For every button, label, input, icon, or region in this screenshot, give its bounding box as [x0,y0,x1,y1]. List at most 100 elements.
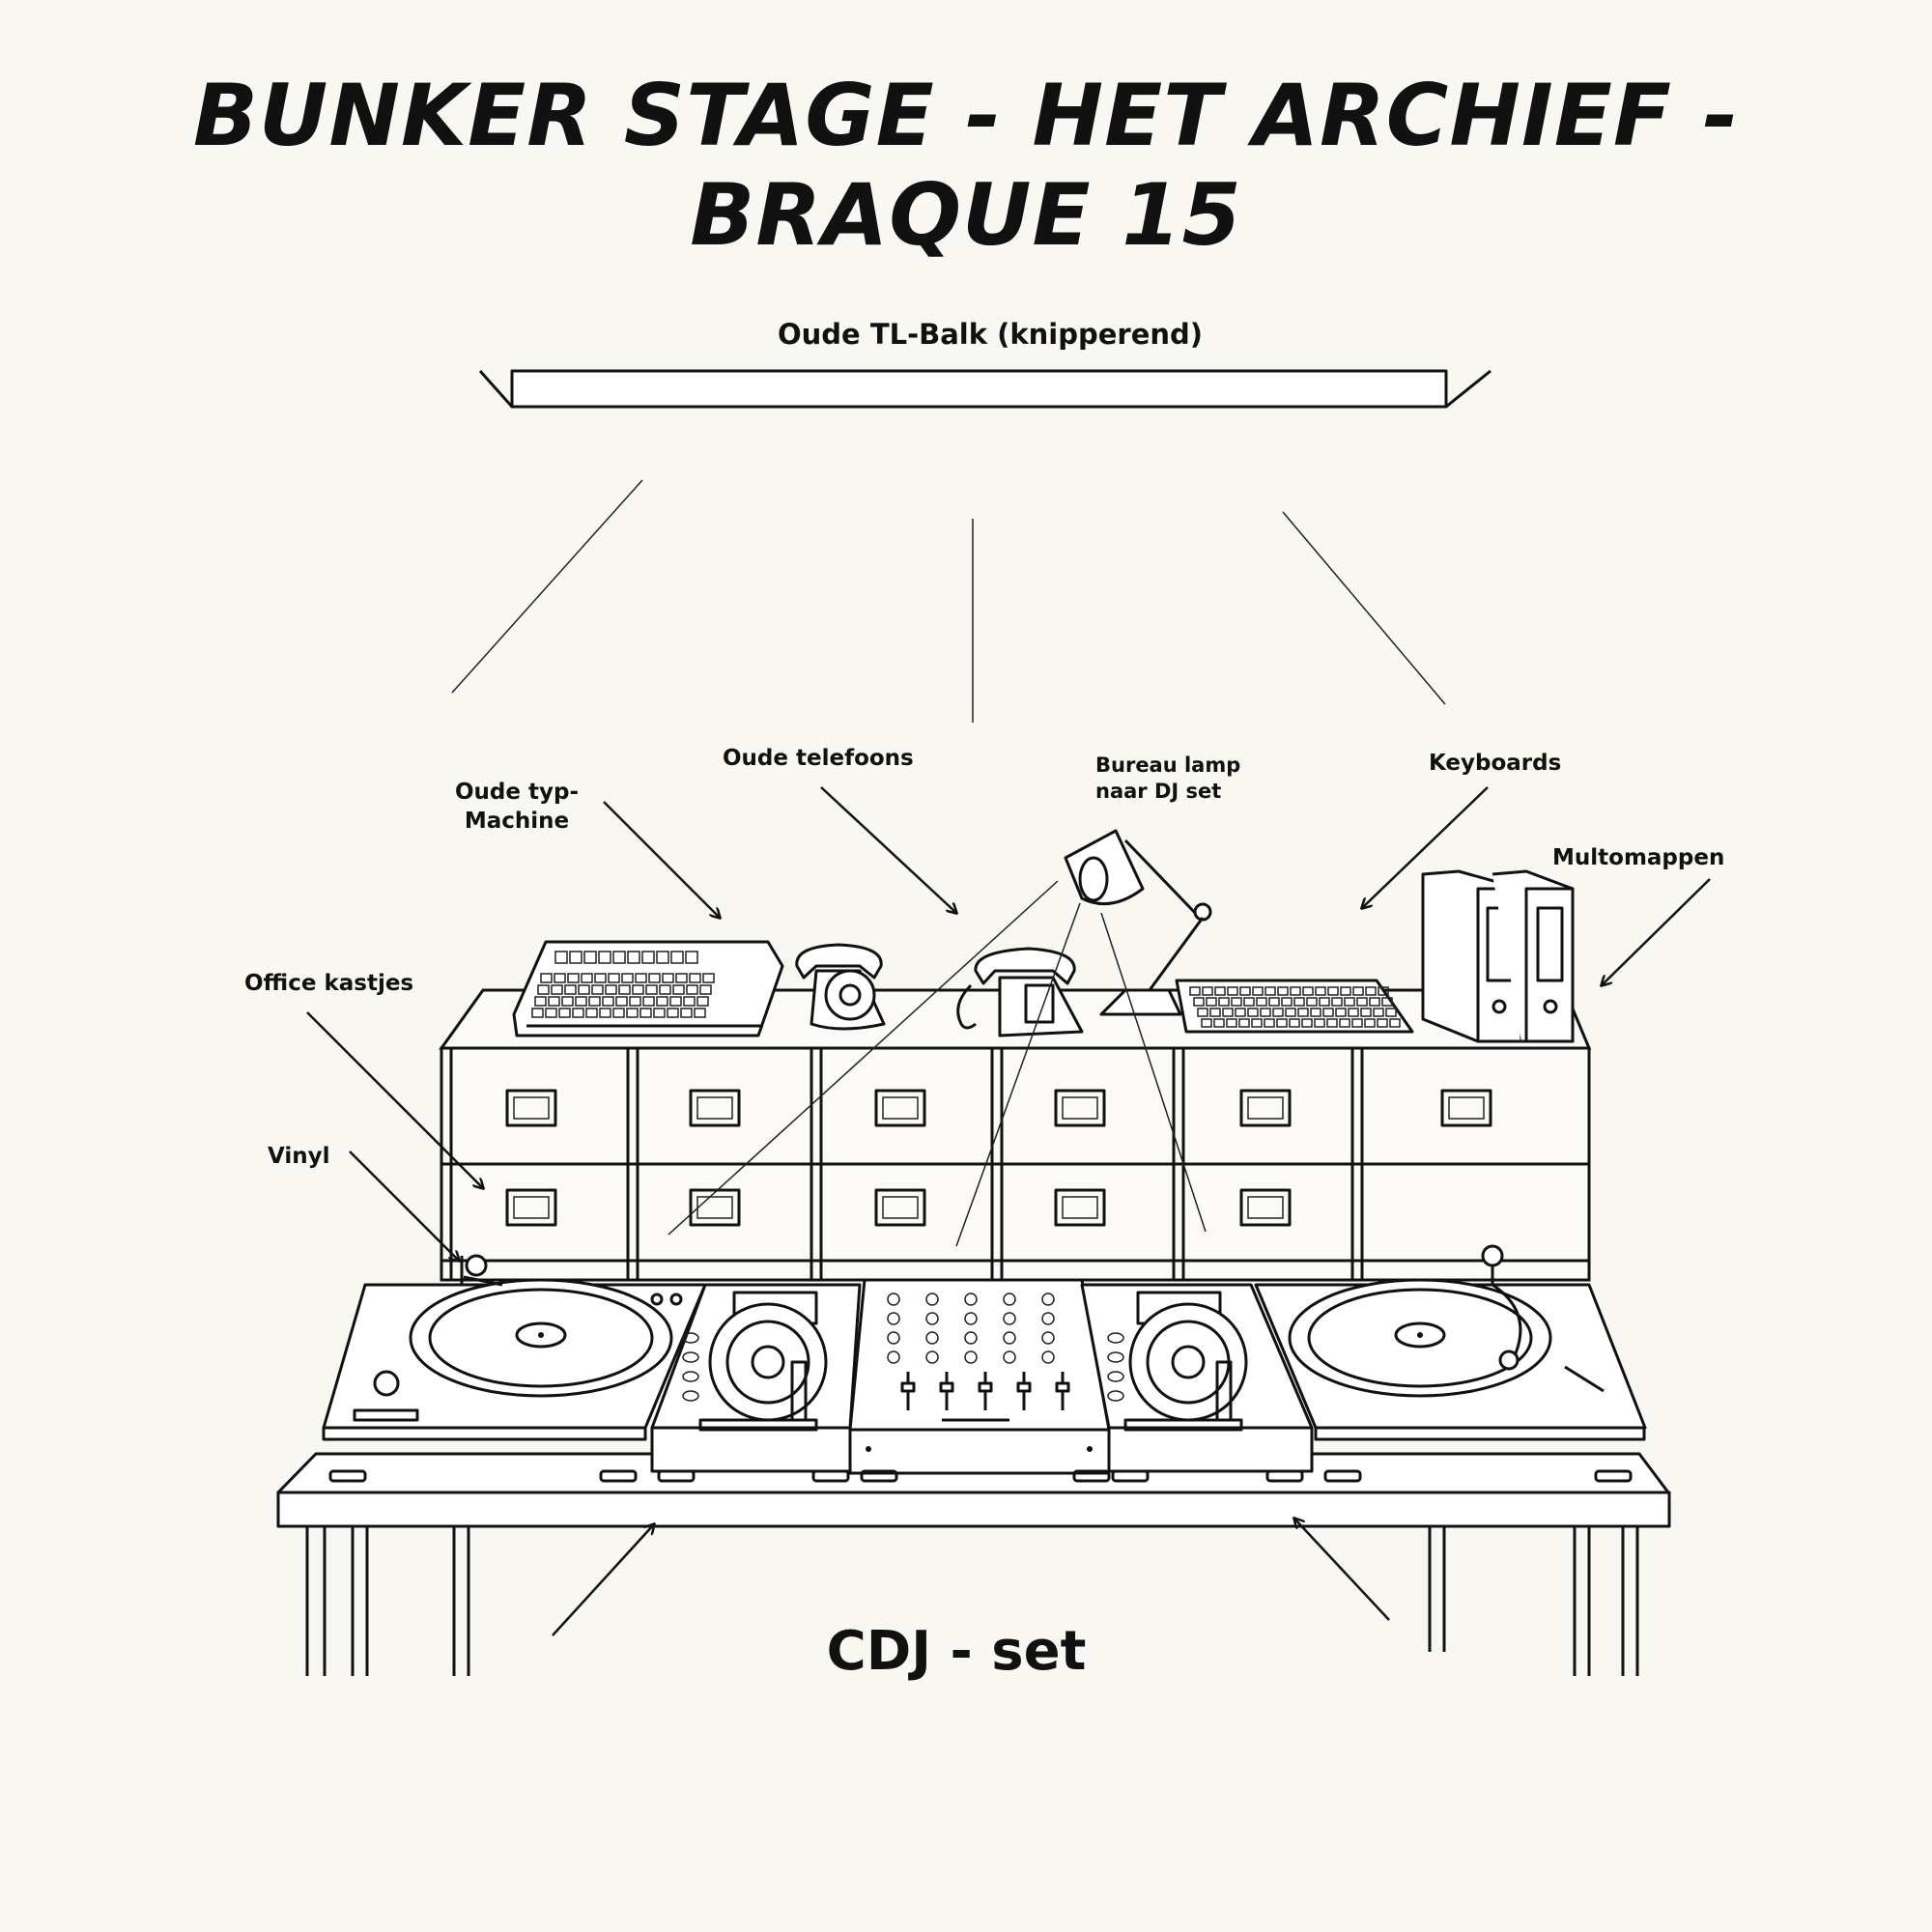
typewriter-key [612,951,626,964]
typewriter-key [656,951,669,964]
keyboard-key [1243,997,1255,1007]
mixer-knob [925,1312,939,1325]
keyboard-key [1327,986,1339,996]
typewriter-key [578,984,590,995]
typewriter-key [558,1008,571,1018]
keyboard-key [1365,986,1377,996]
typewriter-key [581,973,593,983]
keyboard-key [1356,997,1368,1007]
mixer-knob [887,1312,900,1325]
drawer-handle-inner [513,1096,550,1120]
drawer-handle [874,1188,926,1227]
device-foot [860,1469,898,1483]
drawer-handle [505,1089,557,1127]
cdj-button [1107,1371,1124,1382]
typewriter-key [648,973,661,983]
device-foot [811,1469,850,1483]
keyboard-key [1381,997,1393,1007]
arrow-office-kastjes [306,1011,483,1188]
label-multomappen: Multomappen [1552,845,1725,870]
keyboard-key [1360,1008,1372,1017]
mixer-knob [1041,1293,1055,1306]
keyboard-key [1227,986,1238,996]
typewriter-key [675,973,688,983]
label-typmachine: Oude typ- Machine [454,779,580,837]
mixer-fader-cap [1055,1381,1070,1393]
label-vinyl: Vinyl [268,1144,330,1169]
keyboard-key [1197,1008,1208,1017]
mixer-fader-cap [900,1381,916,1393]
keyboard-key [1378,986,1389,996]
keyboard-key [1264,986,1276,996]
typewriter-key [561,996,574,1007]
keyboard-key [1272,1008,1284,1017]
drawer-handle-inner [882,1196,919,1219]
keyboard-key [1385,1008,1397,1017]
cdj-button [1107,1351,1124,1363]
cdj-button [682,1390,699,1402]
typewriter-key [591,984,604,995]
label-keyboards: Keyboards [1429,751,1562,776]
typewriter-key [599,1008,611,1018]
cdj-slot [698,1418,818,1432]
drawer-handle-inner [696,1096,733,1120]
typewriter-key [667,1008,679,1018]
keyboard-key [1193,997,1205,1007]
typewriter-key [575,996,587,1007]
mixer-knob [964,1350,978,1364]
typewriter-key [612,1008,625,1018]
typewriter-key [632,984,644,995]
device-foot [657,1469,696,1483]
keyboard-key [1201,1018,1212,1028]
typewriter-key [594,973,607,983]
typewriter-key [672,984,685,995]
keyboard-key [1222,1008,1234,1017]
keyboard-key [1315,986,1326,996]
arrow-cdj-left [552,1524,654,1636]
typewriter-key [583,951,597,964]
keyboard-key [1285,1008,1296,1017]
typewriter-key [564,984,577,995]
typewriter-key [608,973,620,983]
typewriter-key [642,996,655,1007]
keyboard-key [1340,986,1351,996]
arrow-typmachine [603,801,720,918]
mixer-knob [964,1331,978,1345]
drawer-handle-inner [1062,1196,1098,1219]
keyboard-key [1252,986,1264,996]
typewriter-key [540,973,553,983]
typewriter-key [662,973,674,983]
typewriter-key [696,996,709,1007]
typewriter-key [621,973,634,983]
keyboard-key [1348,1008,1359,1017]
keyboard-icon [1175,979,1414,1034]
keyboard-key [1351,1018,1363,1028]
typewriter-key [627,951,640,964]
typewriter-key [554,951,568,964]
typewriter-key [645,984,658,995]
keyboard-key [1268,997,1280,1007]
typewriter-key [569,951,582,964]
desk-lamp-icon [1064,829,1212,1016]
light-rays [451,479,1446,723]
turntable-left-icon [322,1254,707,1441]
typewriter-key [699,984,712,995]
cdj-button [1107,1332,1124,1344]
drawer-handle-inner [1247,1196,1284,1219]
mixer-knob [1003,1331,1016,1345]
arrow-keyboards [1362,786,1489,908]
keyboard-key [1209,1008,1221,1017]
device-foot [1072,1469,1111,1483]
typewriter-key [639,1008,652,1018]
drawer-handle [505,1188,557,1227]
keyboard-key [1264,1018,1275,1028]
keyboard-key [1289,1018,1300,1028]
keyboard-key [1364,1018,1376,1028]
typewriter-key [686,984,698,995]
lamp-beams [668,880,1207,1247]
label-typmachine-line2: Machine [464,808,570,834]
annotation-arrows [306,786,1711,1636]
multomappen-icon [1421,869,1575,1043]
mixer-knob [1041,1331,1055,1345]
